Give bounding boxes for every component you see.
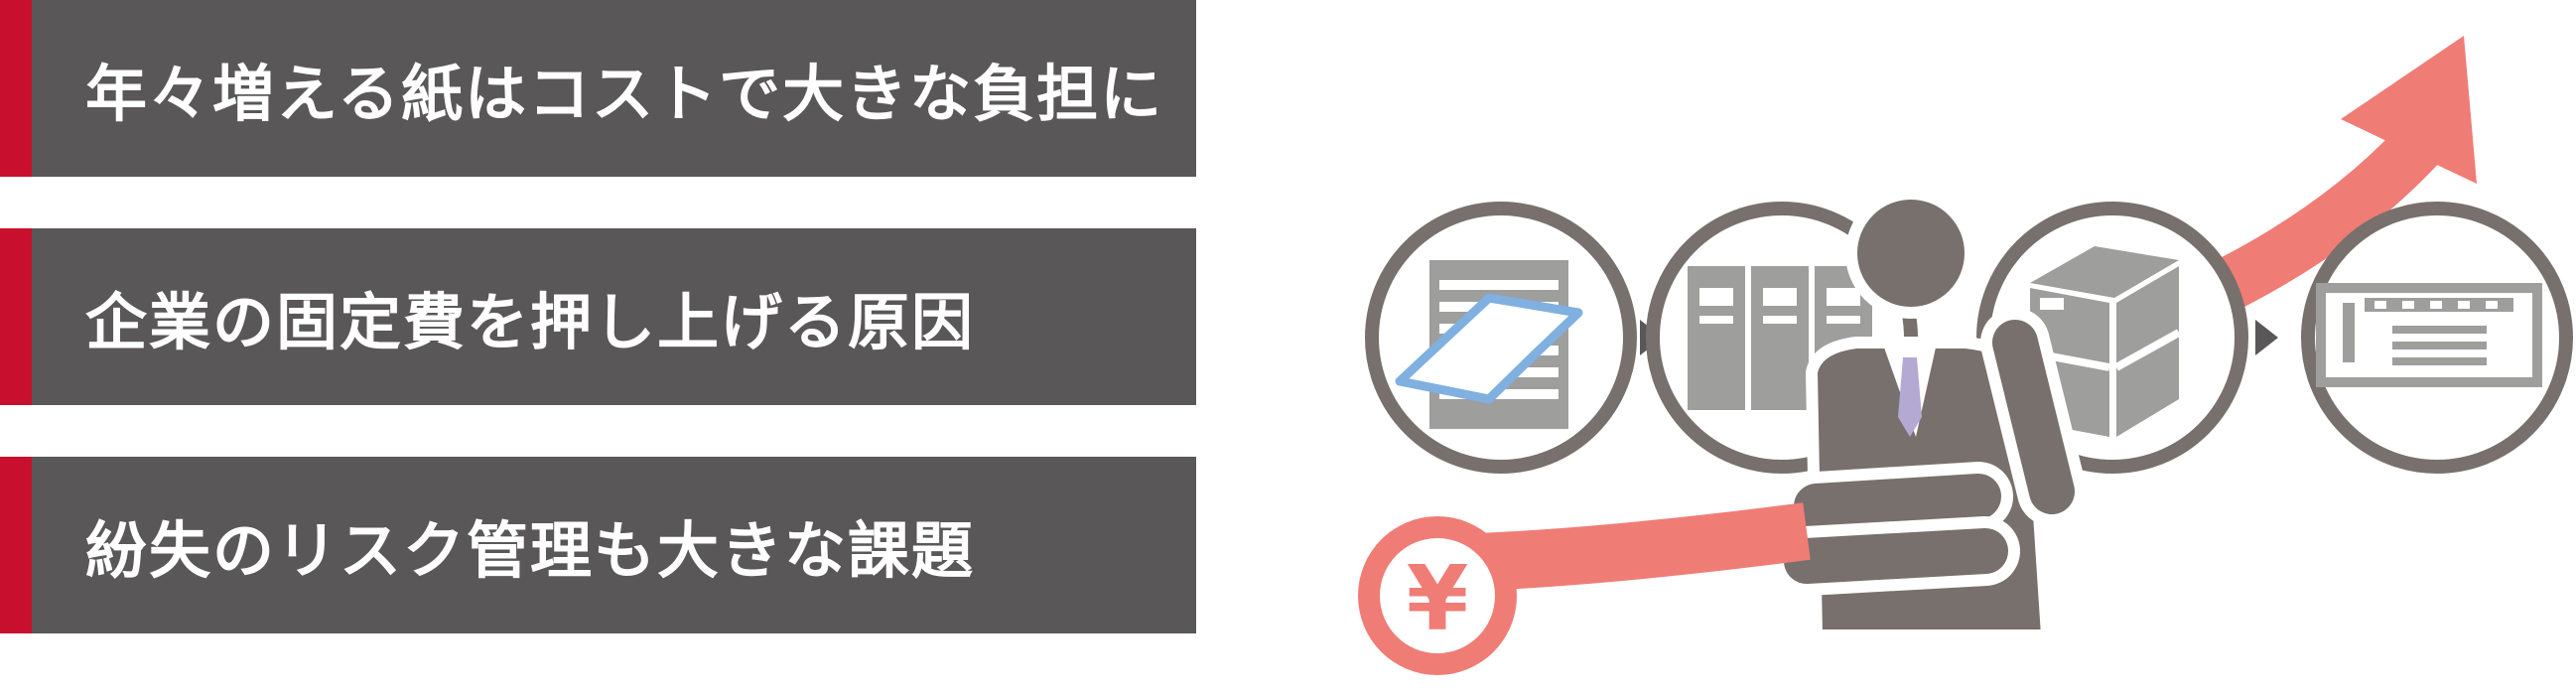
storage-facility-icon — [2301, 202, 2573, 474]
cost-illustration: ¥ — [1358, 36, 2573, 675]
document-icon — [1365, 202, 1637, 474]
banner-fixed-cost: 企業の固定費を押し上げる原因 — [0, 228, 1196, 405]
yen-coin-icon: ¥ — [1358, 502, 1811, 675]
banner-text: 紛失のリスク管理も大きな課題 — [85, 514, 976, 587]
banner-text: 企業の固定費を押し上げる原因 — [85, 286, 976, 358]
yen-symbol: ¥ — [1407, 547, 1469, 651]
banner-loss-risk: 紛失のリスク管理も大きな課題 — [0, 457, 1196, 633]
businessman-icon — [1772, 188, 2087, 641]
chevron-right-icon — [2255, 320, 2278, 355]
banner-text: 年々増える紙はコストで大きな負担に — [85, 58, 1164, 130]
banner-paper-cost: 年々増える紙はコストで大きな負担に — [0, 0, 1196, 177]
